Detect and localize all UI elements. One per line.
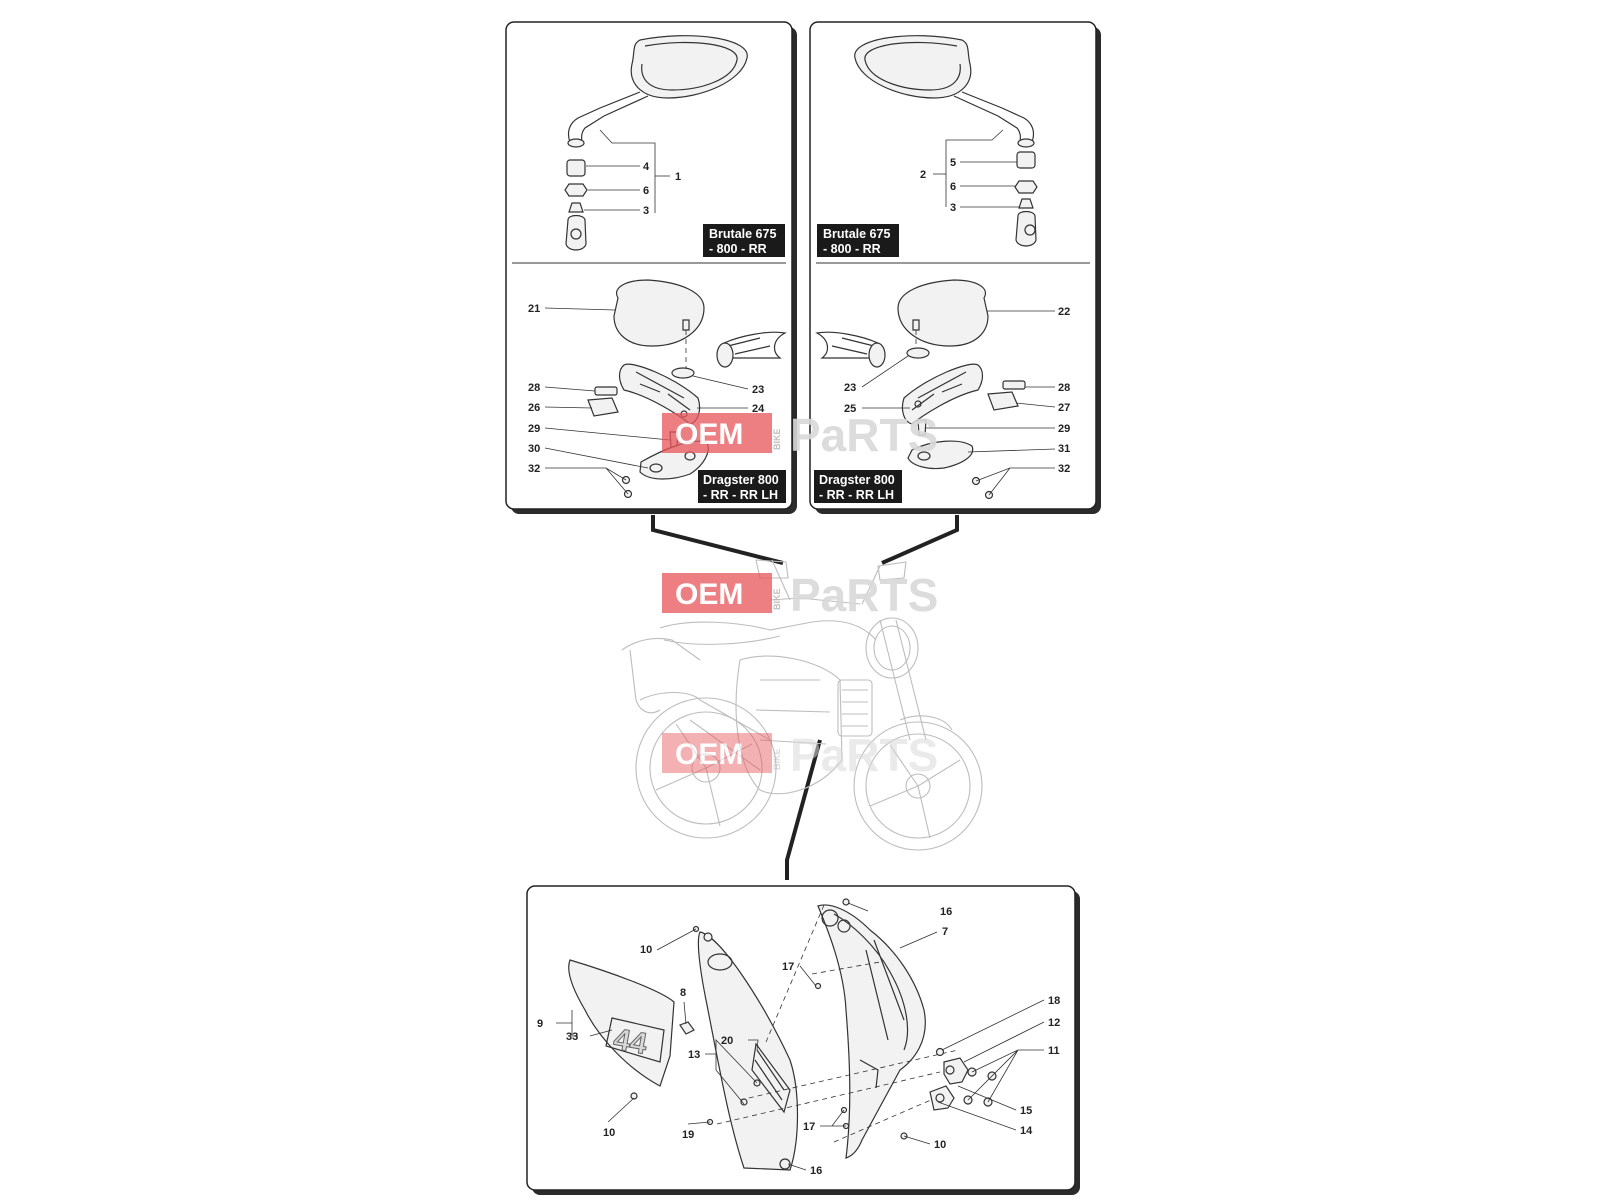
watermark-middle: OEM BIKE PaRTS [662, 569, 938, 621]
callout-1: 1 [675, 171, 681, 183]
callout-26: 26 [528, 402, 540, 414]
callout-22: 22 [1058, 306, 1070, 318]
callout-12: 12 [1048, 1017, 1060, 1029]
svg-text:BIKE: BIKE [772, 588, 782, 610]
mirror-right [854, 35, 1035, 148]
callout-4: 4 [643, 161, 650, 173]
callout-8: 8 [680, 987, 686, 999]
callout-28-right: 28 [1058, 382, 1070, 394]
model-badge-upper-right: Brutale 675 - 800 - RR [817, 224, 899, 257]
callout-14: 14 [1020, 1125, 1033, 1137]
mount-parts-left [564, 159, 588, 251]
svg-text:OEM: OEM [675, 578, 743, 611]
svg-text:BIKE: BIKE [772, 428, 782, 450]
panel-bottom: 44 [526, 885, 1080, 1195]
leaders-top-right-lower [861, 310, 1056, 496]
callout-31: 31 [1058, 443, 1070, 455]
svg-text:Brutale 675: Brutale 675 [823, 227, 890, 241]
model-badge-lower-left: Dragster 800 - RR - RR LH [698, 470, 786, 503]
leaders-top-left-lower [544, 307, 749, 495]
svg-text:- 800 - RR: - 800 - RR [823, 242, 881, 256]
callout-15: 15 [1020, 1105, 1032, 1117]
svg-text:Dragster 800: Dragster 800 [703, 473, 779, 487]
svg-text:PaRTS: PaRTS [790, 569, 938, 621]
callout-5: 5 [950, 157, 956, 169]
svg-text:- RR - RR LH: - RR - RR LH [819, 488, 894, 502]
callout-13: 13 [688, 1049, 700, 1061]
motorcycle-illustration [621, 559, 983, 851]
svg-text:OEM: OEM [675, 418, 743, 451]
leaders-top-left-upper [584, 129, 670, 213]
callout-27: 27 [1058, 402, 1070, 414]
callout-33: 33 [566, 1031, 578, 1043]
svg-text:BIKE: BIKE [772, 748, 782, 770]
svg-text:- RR - RR LH: - RR - RR LH [703, 488, 778, 502]
leaders-bottom [556, 902, 1045, 1171]
side-panel-decal: 44 [568, 959, 695, 1100]
decal-number: 44 [611, 1023, 650, 1061]
connector-lines [651, 515, 959, 880]
assembly-lines [716, 904, 959, 1143]
callout-23: 23 [752, 384, 764, 396]
callout-32-right: 32 [1058, 463, 1070, 475]
callout-23-right: 23 [844, 382, 856, 394]
callout-32: 32 [528, 463, 540, 475]
panel-top-left: 4 6 3 1 Brutale 675 - 800 - RR [505, 21, 797, 514]
panel-top-right: 5 6 3 2 Brutale 675 - 800 - RR [809, 21, 1101, 514]
watermark-bottom: OEM BIKE PaRTS [662, 729, 938, 781]
model-badge-lower-right: Dragster 800 - RR - RR LH [814, 470, 902, 503]
callout-11: 11 [1048, 1045, 1060, 1057]
callout-10-c: 10 [934, 1139, 946, 1151]
callout-18: 18 [1048, 995, 1060, 1007]
callout-29-right: 29 [1058, 423, 1070, 435]
hardware-right [814, 982, 997, 1140]
callout-17-b: 17 [803, 1121, 815, 1133]
svg-text:OEM: OEM [675, 738, 743, 771]
callout-17-a: 17 [782, 961, 794, 973]
svg-text:PaRTS: PaRTS [790, 409, 938, 461]
callout-28: 28 [528, 382, 540, 394]
callout-16-a: 16 [940, 906, 952, 918]
model-badge-upper-left: Brutale 675 - 800 - RR [703, 224, 785, 257]
callout-30: 30 [528, 443, 540, 455]
svg-text:PaRTS: PaRTS [790, 729, 938, 781]
svg-text:- 800 - RR: - 800 - RR [709, 242, 767, 256]
svg-text:Brutale 675: Brutale 675 [709, 227, 776, 241]
callout-6: 6 [643, 185, 649, 197]
callout-19: 19 [682, 1129, 694, 1141]
callout-10-a: 10 [640, 944, 652, 956]
callout-29: 29 [528, 423, 540, 435]
svg-text:Dragster 800: Dragster 800 [819, 473, 895, 487]
callout-25: 25 [844, 403, 856, 415]
callout-6-right: 6 [950, 181, 956, 193]
watermark-top: OEM BIKE PaRTS [662, 409, 938, 461]
callout-16-b: 16 [810, 1165, 822, 1177]
callout-7: 7 [942, 926, 948, 938]
callout-3: 3 [643, 205, 649, 217]
callout-20: 20 [721, 1035, 733, 1047]
middle-cover [692, 925, 799, 1171]
callout-9: 9 [537, 1018, 543, 1030]
callout-10-b: 10 [603, 1127, 615, 1139]
callout-2: 2 [920, 169, 926, 181]
main-fairing [779, 898, 926, 1170]
leaders-top-right-upper [933, 129, 1019, 208]
dragster-mirror-right [815, 279, 1026, 500]
callout-21: 21 [528, 303, 540, 315]
callout-3-right: 3 [950, 202, 956, 214]
mirror-left [567, 35, 748, 148]
mount-parts-right [1014, 151, 1038, 247]
callout-24: 24 [752, 403, 765, 415]
